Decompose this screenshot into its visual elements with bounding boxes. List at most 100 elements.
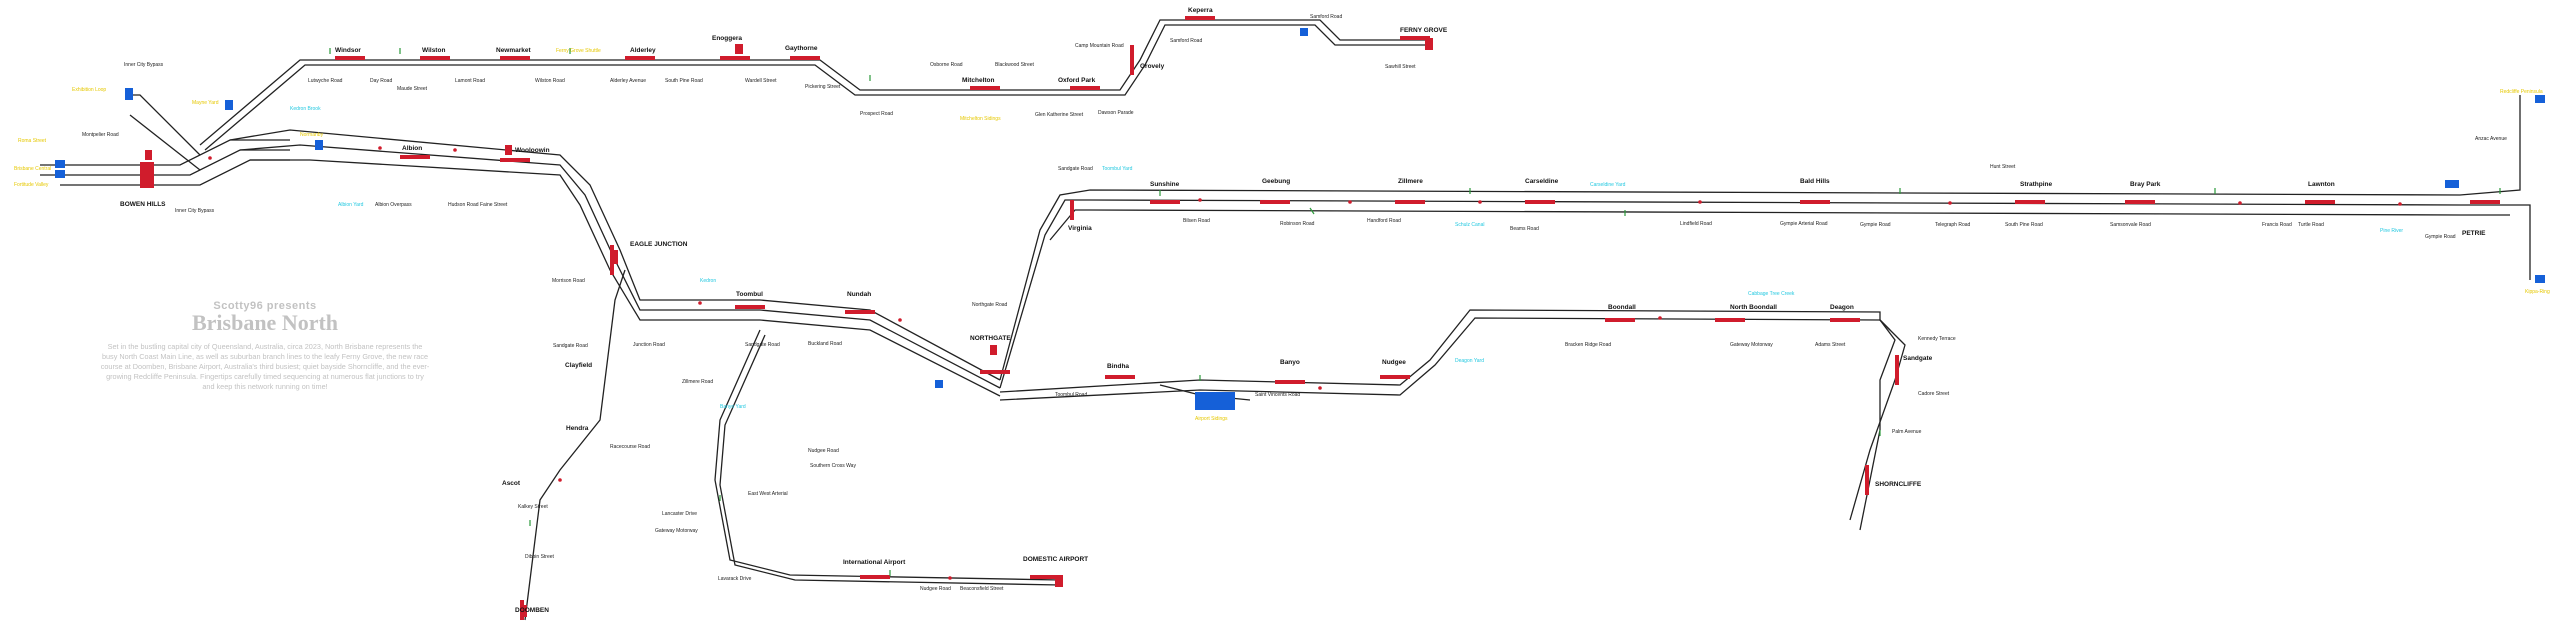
station-strathpine: Strathpine <box>2020 181 2053 188</box>
signal-domestic-airport[interactable] <box>1055 575 1063 587</box>
road-label: Francis Road <box>2262 222 2292 228</box>
cyan-label: Cabbage Tree Creek <box>1748 291 1795 297</box>
yellow-label: Fortitude Valley <box>14 182 49 188</box>
station-enoggera: Enoggera <box>712 35 742 42</box>
road-label: Samford Road <box>1310 14 1342 20</box>
signal-northgate[interactable] <box>990 345 997 355</box>
portal-caboolture[interactable] <box>2535 275 2545 283</box>
station-keperra: Keperra <box>1188 7 1213 14</box>
yellow-label: Mitchelton Sidings <box>960 116 1001 122</box>
portal-airport-sidings[interactable] <box>935 380 943 388</box>
road-label: Kennedy Terrace <box>1918 336 1956 342</box>
platform-boondall <box>1605 318 1635 322</box>
portal-kippa-ring[interactable] <box>2535 95 2545 103</box>
intro-panel: Scotty96 presents Brisbane North Set in … <box>100 300 430 392</box>
portal-ferny[interactable] <box>1300 28 1308 36</box>
road-label: South Pine Road <box>665 78 703 84</box>
road-label: Prospect Road <box>860 111 893 117</box>
station-deagon: Deagon <box>1830 304 1854 311</box>
platform-windsor <box>335 56 365 60</box>
platform-keperra <box>1185 16 1215 20</box>
station-wilston: Wilston <box>422 47 445 54</box>
portal-mayne[interactable] <box>225 100 233 110</box>
road-label: Pickering Street <box>805 84 841 90</box>
station-doomben: DOOMBEN <box>515 607 549 614</box>
portal-normanby[interactable] <box>315 140 323 150</box>
road-label: Beaconsfield Street <box>960 586 1004 592</box>
station-lawnton: Lawnton <box>2308 181 2335 188</box>
road-label: Handford Road <box>1367 218 1401 224</box>
yellow-label: Roma Street <box>18 138 47 144</box>
portal-central[interactable] <box>55 170 65 178</box>
road-label: Bracken Ridge Road <box>1565 342 1611 348</box>
signal-enoggera[interactable] <box>735 44 743 54</box>
platform-sunshine <box>1150 200 1180 204</box>
platform-nundah <box>845 310 875 314</box>
platform-bald-hills <box>1800 200 1830 204</box>
platform-mitchelton <box>970 86 1000 90</box>
road-label: Inner City Bypass <box>124 62 164 68</box>
road-labels: Inner City Bypass Montpelier Road Inner … <box>82 14 2507 592</box>
yard-banyo[interactable] <box>1195 392 1235 410</box>
station-grovely: Grovely <box>1140 63 1165 70</box>
cyan-label: Banyo Yard <box>720 404 746 410</box>
signals <box>145 38 2402 617</box>
road-label: Anzac Avenue <box>2475 136 2507 142</box>
road-label: Nudgee Road <box>808 448 839 454</box>
road-label: Morrison Road <box>552 278 585 284</box>
station-bald-hills: Bald Hills <box>1800 178 1830 185</box>
platform-northgate <box>980 370 1010 374</box>
signal-doomben[interactable] <box>520 605 527 617</box>
cyan-label: Carseldine Yard <box>1590 182 1626 188</box>
road-label: Lutwyche Road <box>308 78 343 84</box>
signal-ferny-grove[interactable] <box>1425 38 1433 50</box>
road-label: Palm Avenue <box>1892 429 1922 435</box>
cyan-label: Deagon Yard <box>1455 358 1484 364</box>
platform-strathpine <box>2015 200 2045 204</box>
road-label: Robinson Road <box>1280 221 1315 227</box>
road-label: Hudson Road <box>448 202 479 208</box>
platform-domestic-airport <box>1030 575 1060 579</box>
road-label: Faine Street <box>480 202 508 208</box>
road-label: Samsonvale Road <box>2110 222 2151 228</box>
road-label: Wardell Street <box>745 78 777 84</box>
platform-oxford-park <box>1070 86 1100 90</box>
road-label: Wilston Road <box>535 78 565 84</box>
road-label: Racecourse Road <box>610 444 650 450</box>
station-hendra: Hendra <box>566 425 589 432</box>
signal-eagle-junction[interactable] <box>610 250 618 264</box>
road-label: Hunt Street <box>1990 164 2016 170</box>
platform-deagon <box>1830 318 1860 322</box>
road-label: Albion Overpass <box>375 202 412 208</box>
cyan-label: Kedron <box>700 278 716 284</box>
road-label: Gateway Motorway <box>1730 342 1773 348</box>
road-label: Saint Vincents Road <box>1255 392 1300 398</box>
road-label: Gympie Road <box>2425 234 2456 240</box>
station-petrie: PETRIE <box>2462 230 2486 237</box>
road-label: Lamont Road <box>455 78 485 84</box>
road-label: South Pine Road <box>2005 222 2043 228</box>
station-wooloowin: Wooloowin <box>515 147 550 154</box>
portal-redcliffe[interactable] <box>2445 180 2459 188</box>
station-geebung: Geebung <box>1262 178 1290 185</box>
portal-exhibition[interactable] <box>125 88 133 100</box>
signal-wooloowin[interactable] <box>505 145 512 155</box>
platform-gaythorne <box>790 56 820 60</box>
yellow-label: Exhibition Loop <box>72 87 106 93</box>
station-boondall: Boondall <box>1608 304 1636 311</box>
road-label: Southern Cross Way <box>810 463 856 469</box>
signal-bowen-hills[interactable] <box>145 150 152 160</box>
platform-toombul <box>735 305 765 309</box>
station-domestic-airport: DOMESTIC AIRPORT <box>1023 556 1088 563</box>
road-label: Gympie Road <box>1860 222 1891 228</box>
station-international-airport: International Airport <box>843 559 906 566</box>
intro-blurb: Set in the bustling capital city of Quee… <box>100 342 430 391</box>
cyan-label: Toombul Yard <box>1102 166 1133 172</box>
station-ferny-grove: FERNY GROVE <box>1400 27 1448 34</box>
portal-roma-street[interactable] <box>55 160 65 168</box>
platform-bowen-hills <box>140 162 154 188</box>
road-label: Gympie Arterial Road <box>1780 221 1828 227</box>
platform-carseldine <box>1525 200 1555 204</box>
road-label: Osborne Road <box>930 62 963 68</box>
station-shorncliffe: SHORNCLIFFE <box>1875 481 1922 488</box>
